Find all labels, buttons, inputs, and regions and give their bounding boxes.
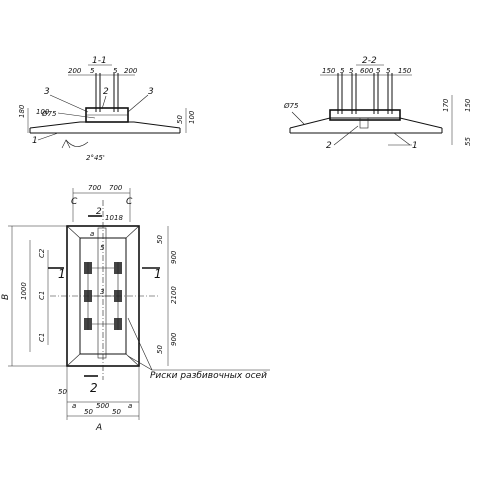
plan-dim-a-top: a <box>90 230 94 238</box>
plan-center-strip <box>97 227 107 359</box>
section-1-slope-arrow <box>61 139 71 149</box>
plan-dim-B: B <box>1 294 11 300</box>
section-1-leader-diameter <box>57 112 96 119</box>
section-2-diameter: Ø75 <box>283 102 299 110</box>
plan-dim-10: 10 <box>105 214 114 222</box>
section-1-slab-top <box>29 121 181 129</box>
plan-dim-a-left: a <box>72 402 76 410</box>
plan-dim-50-bot-b: 50 <box>112 408 121 416</box>
plan-dim-500: 500 <box>96 402 110 410</box>
section-2-plate <box>329 109 401 121</box>
section-1-title: 1-1 <box>92 56 107 66</box>
plan-cut-1-right: 1 <box>154 267 162 281</box>
plan-dim-5: 5 <box>100 244 105 252</box>
section-1-angle: 2°45' <box>86 154 105 162</box>
section-1-callout-3-right: 3 <box>148 87 154 97</box>
section-2-dim-150-right: 150 <box>398 67 412 75</box>
section-1-dim-180: 180 <box>18 104 26 118</box>
section-1-1: 1-1 200 5 5 200 3 2 3 1 Ø75 180 100 <box>18 56 196 162</box>
section-1-leader-3-left <box>49 94 89 113</box>
section-1-leader-2 <box>101 95 107 110</box>
section-1-dim-5-left: 5 <box>90 67 95 75</box>
section-1-dim-5-right: 5 <box>113 67 118 75</box>
section-1-callout-2: 2 <box>103 87 109 97</box>
section-1-dim-100-right: 100 <box>188 110 196 124</box>
plan-dim-3: 3 <box>100 288 104 296</box>
section-2-dim-5d: 5 <box>386 67 391 75</box>
plan-dim-A: A <box>95 423 102 433</box>
plan-dim-C1-lower: C1 <box>38 333 46 342</box>
plan-view: 700 700 C C 2 10 18 a 5 3 <box>1 184 270 433</box>
section-2-dim-5a: 5 <box>340 67 345 75</box>
plan-cut-2-bottom: 2 <box>90 381 98 395</box>
plan-dim-700-left: 700 <box>88 184 102 192</box>
plan-dim-C1: C1 <box>38 291 46 300</box>
section-2-leader-diameter <box>291 111 305 125</box>
section-1-dim-100: 100 <box>36 108 50 116</box>
plan-dim-700-right: 700 <box>109 184 123 192</box>
plan-corner-tl <box>66 225 81 239</box>
section-2-dim-5b: 5 <box>349 67 354 75</box>
plan-dim-900-bottom: 900 <box>170 332 178 346</box>
plan-dim-50-bot-right: 50 <box>156 345 164 354</box>
plan-dim-900-top: 900 <box>170 250 178 264</box>
plan-bolt-row-3 <box>84 318 122 330</box>
section-2-callout-1: 1 <box>412 141 418 151</box>
section-1-diameter: Ø75 <box>41 110 57 118</box>
section-2-dim-150: 150 <box>464 98 472 112</box>
section-1-callout-1: 1 <box>32 136 38 146</box>
plan-note-leader-2 <box>127 355 153 371</box>
plan-note: Риски разбивочных осей <box>150 371 267 381</box>
section-1-dim-200-left: 200 <box>68 67 82 75</box>
section-2-center-block <box>359 117 369 129</box>
section-2-dim-150-left: 150 <box>322 67 336 75</box>
plan-corner-tr <box>125 225 140 239</box>
plan-dim-C2: C2 <box>38 248 46 258</box>
section-2-callout-2: 2 <box>326 141 332 151</box>
plan-note-leader-1 <box>127 317 153 371</box>
plan-cut-1-left: 1 <box>58 267 66 281</box>
section-2-dim-5c: 5 <box>376 67 381 75</box>
section-1-leader-3-right <box>127 94 149 113</box>
section-2-dim-55: 55 <box>464 137 472 146</box>
section-2-2: 2-2 150 5 5 600 5 5 150 Ø75 2 1 <box>283 56 472 151</box>
plan-dim-50-right: 50 <box>156 235 164 244</box>
section-2-dim-170: 170 <box>442 98 450 112</box>
plan-corner-br <box>125 353 140 367</box>
section-2-leader-1 <box>393 132 411 146</box>
plan-cut-c-left: C <box>71 197 78 207</box>
section-1-callout-3-left: 3 <box>44 87 50 97</box>
plan-corner-bl <box>66 353 81 367</box>
section-2-dim-600: 600 <box>360 67 374 75</box>
plan-cut-c-right: C <box>126 197 133 207</box>
section-2-title: 2-2 <box>362 56 377 66</box>
plan-dim-2100: 2100 <box>170 286 178 304</box>
plan-dim-50-bot-a: 50 <box>84 408 93 416</box>
section-1-dim-200-right: 200 <box>124 67 138 75</box>
plan-dim-a-right: a <box>128 402 132 410</box>
plan-dim-1000: 1000 <box>20 282 28 300</box>
plan-dim-18: 18 <box>114 214 123 222</box>
section-1-slope-arc <box>65 139 89 147</box>
section-1-leader-1 <box>37 132 59 141</box>
section-1-dim-50: 50 <box>176 115 184 124</box>
section-2-leader-2 <box>333 125 359 146</box>
plan-dim-50-left-bot: 50 <box>58 388 67 396</box>
plan-cut-2-top: 2 <box>96 207 102 217</box>
